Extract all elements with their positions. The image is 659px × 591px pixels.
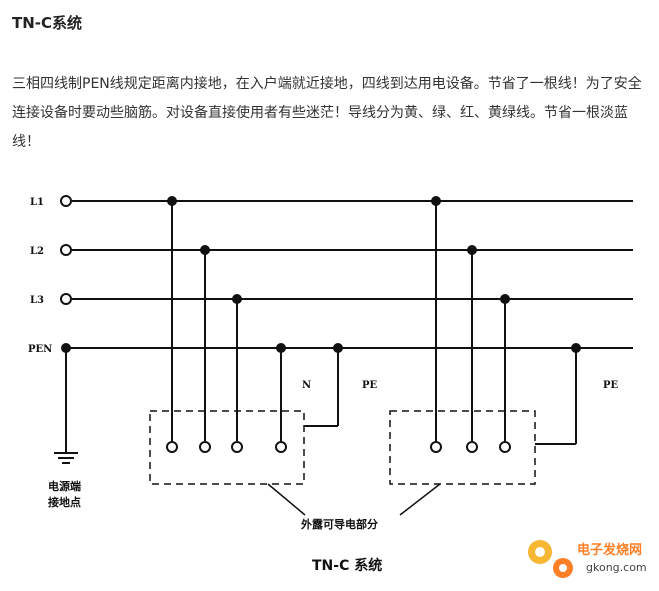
- pe-label-2: PE: [603, 380, 619, 391]
- junction-dot-eq1-pe: [333, 343, 343, 353]
- earth-label-line-1: 电源端: [48, 479, 81, 493]
- terminal-l2: [60, 244, 72, 256]
- junction-dot-eq2-l3: [500, 294, 510, 304]
- exposed-parts-label: 外露可导电部分: [300, 517, 378, 531]
- junction-dot-eq1-n: [276, 343, 286, 353]
- pe-label-1: PE: [362, 380, 378, 391]
- diagram-caption: TN-C 系统: [312, 557, 382, 574]
- equipment-1-terminal-l2: [199, 441, 211, 453]
- equipment-2-terminal-l1: [430, 441, 442, 453]
- junction-dot-eq2-pe: [571, 343, 581, 353]
- tn-c-wiring-diagram: L1 L2 L3 PEN 电源端 接地点 N PE: [28, 195, 647, 578]
- junction-dot-eq2-l1: [431, 196, 441, 206]
- n-label: N: [302, 380, 311, 391]
- line-label-l1: L1: [30, 197, 44, 208]
- article-title: TN-C系统: [12, 14, 83, 32]
- junction-dot-eq1-l1: [167, 196, 177, 206]
- equipment-1-terminal-l3: [231, 441, 243, 453]
- line-label-l2: L2: [30, 246, 44, 257]
- equipment-1-terminal-l1: [166, 441, 178, 453]
- line-label-pen: PEN: [28, 344, 52, 355]
- equipment-1-enclosure: [149, 410, 305, 485]
- junction-dot-eq2-l2: [467, 245, 477, 255]
- watermark-url: gkong.com: [586, 561, 647, 574]
- terminal-l3: [60, 293, 72, 305]
- article-paragraph: 三相四线制PEN线规定距离内接地，在入户端就近接地，四线到达用电设备。节省了一根…: [12, 76, 642, 150]
- junction-dot-eq1-l3: [232, 294, 242, 304]
- terminal-l1: [60, 195, 72, 207]
- line-label-l3: L3: [30, 295, 44, 306]
- earth-label-line-2: 接地点: [48, 495, 81, 509]
- equipment-1-terminal-n: [275, 441, 287, 453]
- junction-dot-eq1-l2: [200, 245, 210, 255]
- equipment-2-terminal-l3: [499, 441, 511, 453]
- watermark-logo-icon: [528, 540, 573, 578]
- equipment-2-enclosure: [389, 410, 536, 485]
- leader-line-2: [399, 483, 441, 516]
- equipment-2-terminal-l2: [466, 441, 478, 453]
- leader-line-1: [267, 483, 306, 516]
- watermark-text: 电子发烧网: [577, 542, 642, 558]
